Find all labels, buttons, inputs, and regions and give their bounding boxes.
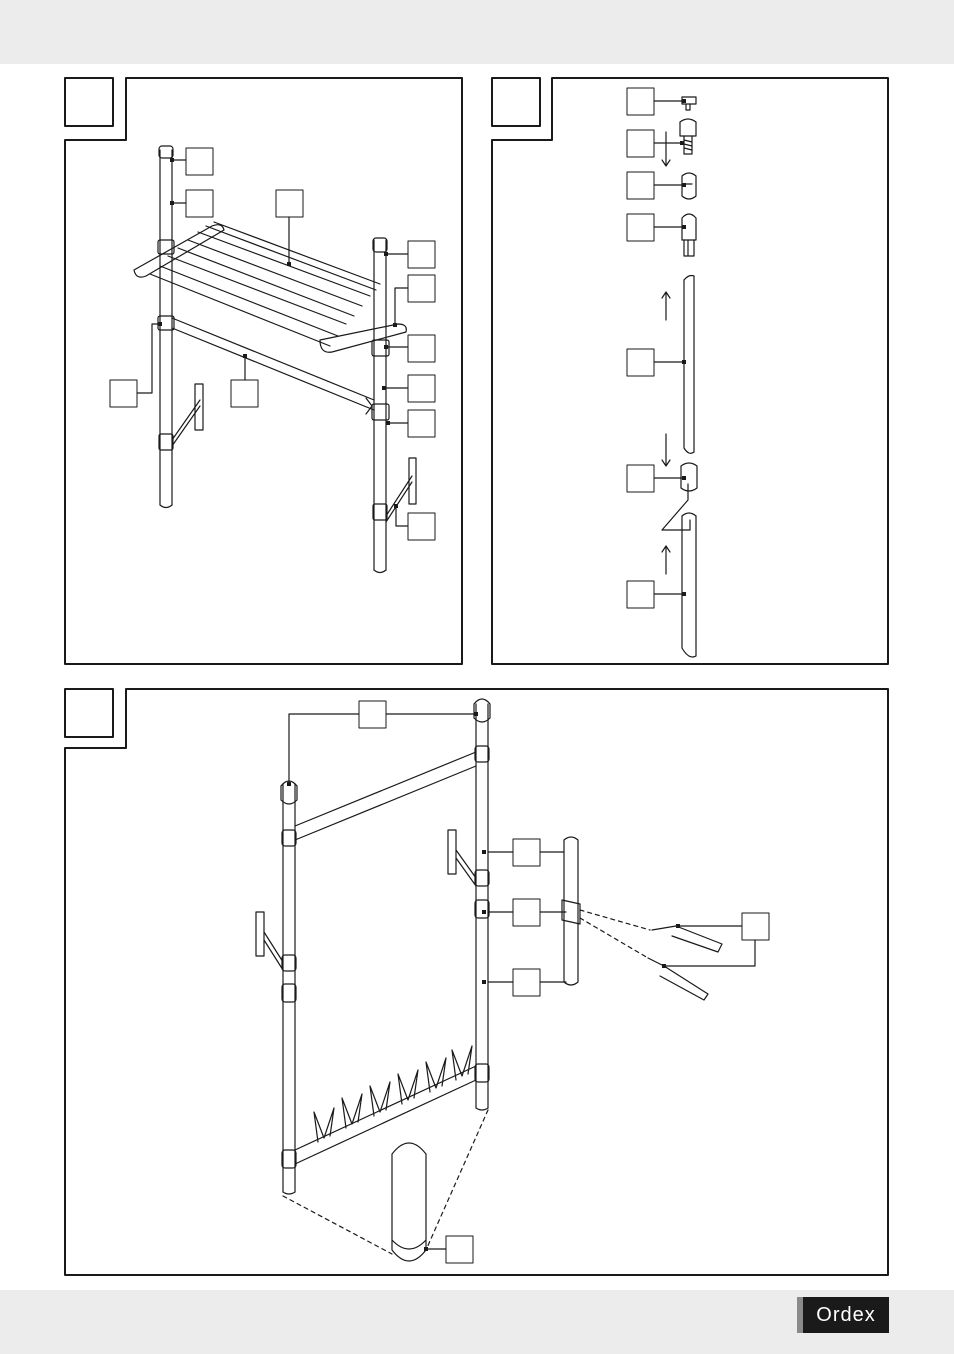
footer-band bbox=[0, 1290, 954, 1354]
step-number-box bbox=[64, 688, 114, 738]
brand-logo-text: Ordex bbox=[816, 1303, 876, 1326]
step-number-box bbox=[491, 77, 541, 127]
brand-logo: Ordex bbox=[797, 1297, 889, 1333]
step-number-box bbox=[64, 77, 114, 127]
panel-pole-exploded bbox=[491, 77, 889, 665]
header-band bbox=[0, 0, 954, 64]
panel-wall-frame bbox=[64, 688, 889, 1276]
panel-shelf-assembly bbox=[64, 77, 463, 665]
